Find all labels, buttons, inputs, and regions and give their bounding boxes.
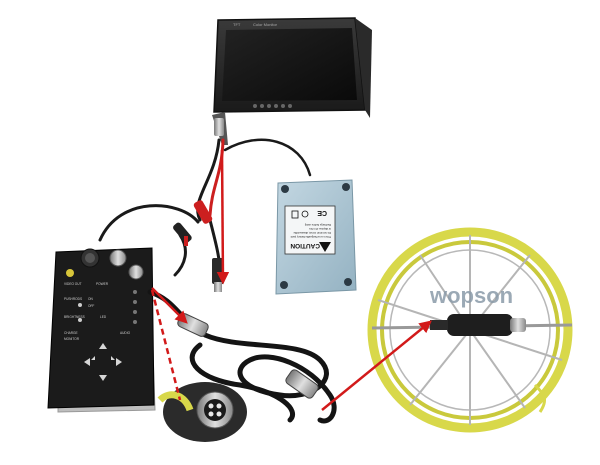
label-off: OFF: [88, 304, 94, 308]
indicator-leds: [78, 290, 137, 324]
arrow-box-dashed: [150, 289, 182, 401]
monitor-brand: TFT: [233, 22, 241, 27]
warning-line: This is a rechargeable battery pack: [290, 235, 331, 239]
monitor: TFT Color Monitor: [212, 17, 372, 145]
connector-closeup: [157, 382, 247, 442]
control-box: VIDEO OUT POWER PUSHRODS ON OFF BRIGHTNE…: [47, 247, 156, 413]
label-led: LED: [100, 315, 107, 319]
label-on: ON: [88, 297, 93, 301]
watermark: wopson: [429, 283, 513, 308]
label-monitor: MONITOR: [64, 337, 80, 341]
connectors: [173, 200, 224, 292]
control-box-labels: VIDEO OUT POWER PUSHRODS ON OFF BRIGHTNE…: [64, 282, 131, 341]
ce-mark: CE: [317, 209, 327, 216]
warning-line: Recharge before using: [304, 223, 331, 227]
caution-title: CAUTION: [290, 242, 320, 249]
connection-arrows: [150, 149, 432, 411]
label-power: POWER: [96, 282, 109, 286]
arrow-cable-to-reel: [321, 320, 432, 411]
warning-line: or dispose of in fire: [309, 227, 331, 231]
arrow-box-to-cable: [151, 287, 188, 324]
battery-pack: CAUTION This is a rechargeable battery p…: [275, 179, 357, 295]
monitor-buttons: [253, 104, 292, 108]
label-audio: AUDIO: [120, 331, 131, 335]
direction-pad: [84, 343, 122, 381]
cable-reel: wopson: [367, 227, 573, 433]
label-brightness: BRIGHTNESS: [64, 315, 85, 319]
monitor-model: Color Monitor: [253, 22, 278, 27]
label-pushrods: PUSHRODS: [64, 297, 82, 301]
warning-line: Do not short circuit, disassemble: [293, 231, 331, 235]
arrow-monitor-to-connector: [216, 149, 230, 285]
label-charge: CHARGE: [64, 331, 78, 335]
label-video-out: VIDEO OUT: [64, 282, 82, 286]
